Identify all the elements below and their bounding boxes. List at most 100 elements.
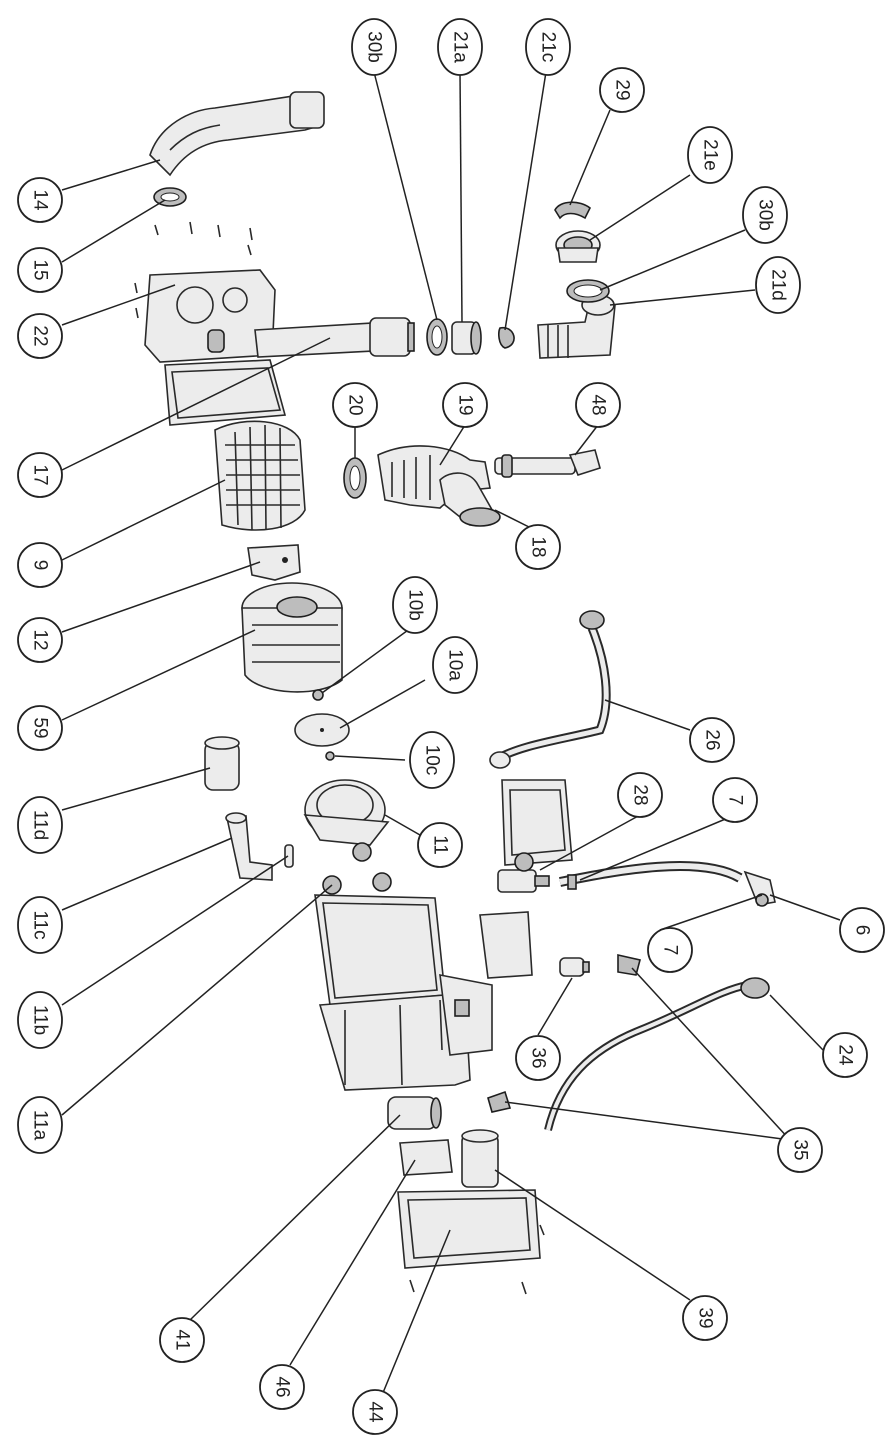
svg-text:11d: 11d (30, 810, 51, 840)
part-29-clamp (554, 201, 592, 220)
callout-21c: 21c (525, 18, 571, 76)
callout-10c: 10c (409, 731, 455, 789)
svg-text:48: 48 (588, 394, 609, 415)
callout-17: 17 (17, 452, 63, 498)
svg-text:12: 12 (30, 629, 51, 650)
callout-22: 22 (17, 313, 63, 359)
svg-text:46: 46 (272, 1376, 293, 1397)
part-44-tray (397, 1189, 545, 1295)
svg-text:29: 29 (612, 79, 633, 100)
callout-10a: 10a (432, 636, 478, 694)
part-36-knob (559, 957, 590, 977)
part-28-valve (497, 852, 550, 893)
callout-18: 18 (515, 524, 561, 570)
callout-35: 35 (777, 1127, 823, 1173)
callout-14: 14 (17, 177, 63, 223)
part-6-connector (743, 870, 776, 907)
callout-21a: 21a (437, 18, 483, 76)
svg-text:10a: 10a (445, 649, 466, 681)
callout-26: 26 (689, 717, 735, 763)
svg-text:22: 22 (30, 325, 51, 346)
svg-text:15: 15 (30, 259, 51, 280)
svg-text:59: 59 (30, 717, 51, 738)
callout-48: 48 (575, 382, 621, 428)
part-21c-clip (498, 327, 515, 349)
svg-text:7: 7 (660, 945, 681, 956)
callout-30b-right: 30b (742, 186, 788, 244)
part-41-capacitor (387, 1096, 442, 1130)
svg-text:24: 24 (835, 1044, 856, 1066)
svg-text:11a: 11a (30, 1110, 51, 1141)
svg-text:39: 39 (695, 1307, 716, 1328)
leader-lines (61, 71, 841, 1401)
svg-text:36: 36 (528, 1047, 549, 1068)
callout-10b: 10b (392, 576, 438, 634)
part-14-hose (149, 91, 325, 177)
part-11c-tube (225, 812, 273, 881)
part-11d-tube (204, 736, 240, 791)
part-26-hose (489, 610, 611, 769)
part-11b-pin (284, 844, 294, 868)
svg-text:11b: 11b (30, 1005, 51, 1035)
callout-44: 44 (352, 1389, 398, 1435)
svg-text:10c: 10c (422, 745, 443, 776)
part-39-cylinder (461, 1129, 499, 1188)
svg-text:21a: 21a (450, 31, 471, 63)
callout-11: 11 (417, 822, 463, 868)
callout-7-top: 7 (712, 777, 758, 823)
part-12-bracket (247, 544, 301, 581)
svg-text:21c: 21c (538, 32, 559, 63)
part-24-hose (544, 977, 770, 1131)
part-59-motor (241, 582, 343, 693)
svg-text:21d: 21d (768, 269, 789, 301)
part-tub (314, 894, 493, 1091)
svg-text:28: 28 (630, 784, 651, 805)
callout-20: 20 (332, 382, 378, 428)
callout-21e: 21e (687, 126, 733, 184)
svg-text:11c: 11c (30, 910, 51, 939)
svg-text:18: 18 (528, 536, 549, 557)
callout-11a: 11a (17, 1096, 63, 1154)
part-48-pipe (494, 449, 601, 478)
part-11a-feet (322, 872, 392, 895)
callout-29: 29 (599, 67, 645, 113)
svg-text:7: 7 (725, 795, 746, 806)
svg-text:19: 19 (455, 394, 476, 415)
callout-24: 24 (822, 1032, 868, 1078)
svg-text:20: 20 (345, 394, 366, 415)
callout-11b: 11b (17, 991, 63, 1049)
part-22-housing (144, 269, 287, 426)
callout-21d: 21d (755, 256, 801, 314)
callout-9: 9 (17, 542, 63, 588)
callout-46: 46 (259, 1364, 305, 1410)
callout-6: 6 (839, 907, 885, 953)
part-18-hose (439, 472, 501, 527)
screws-group (134, 221, 253, 319)
part-7-hose (559, 861, 743, 890)
callout-7-bottom: 7 (647, 927, 693, 973)
callout-19: 19 (442, 382, 488, 428)
callout-15: 15 (17, 247, 63, 293)
svg-text:6: 6 (852, 925, 873, 936)
callout-28: 28 (617, 772, 663, 818)
part-control-board (501, 779, 573, 866)
part-46-plate (399, 1139, 453, 1176)
svg-text:9: 9 (30, 560, 51, 571)
part-20-ring (343, 457, 367, 499)
callout-39: 39 (682, 1295, 728, 1341)
part-21d-elbow (537, 294, 616, 359)
callout-59: 59 (17, 705, 63, 751)
svg-text:41: 41 (172, 1329, 193, 1350)
part-10a-disc (294, 713, 350, 747)
callout-11c: 11c (17, 896, 63, 954)
part-30b-ring-right (566, 279, 610, 303)
svg-text:30b: 30b (364, 31, 385, 63)
callout-30b-top: 30b (351, 18, 397, 76)
callout-11d: 11d (17, 796, 63, 854)
callout-41: 41 (159, 1317, 205, 1363)
svg-text:11: 11 (430, 835, 451, 855)
part-10b-washer (312, 689, 324, 701)
callout-12: 12 (17, 617, 63, 663)
svg-text:21e: 21e (700, 139, 721, 171)
